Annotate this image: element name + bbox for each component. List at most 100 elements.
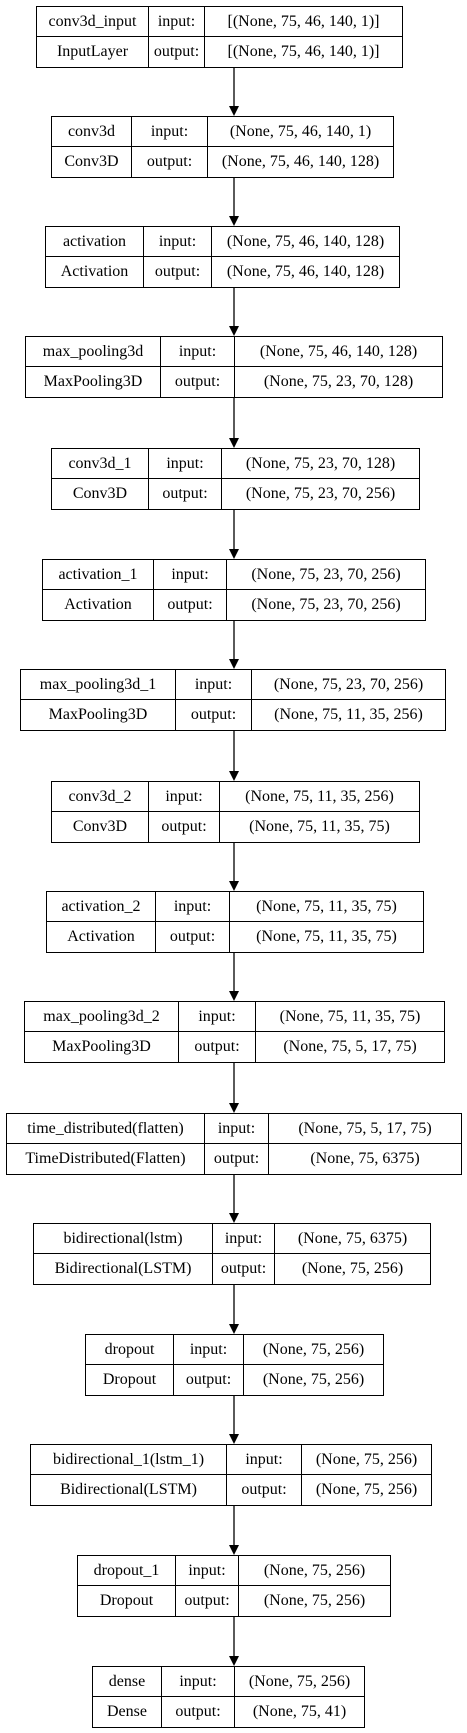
output-label: output:: [227, 1475, 302, 1505]
output-shape: (None, 75, 23, 70, 256): [245, 485, 396, 502]
input-label: input:: [213, 1224, 275, 1254]
input-shape: (None, 75, 46, 140, 1): [208, 117, 393, 147]
output-shape: (None, 75, 41): [252, 1703, 347, 1720]
layer-name: max_pooling3d_1: [21, 670, 176, 700]
layer-name: time_distributed(flatten): [7, 1114, 205, 1144]
layer-name: dense: [93, 1667, 162, 1697]
layer-name: bidirectional(lstm): [34, 1224, 213, 1254]
output-label: output:: [176, 700, 252, 730]
output-label: output:: [156, 922, 230, 952]
layer-type: Conv3D: [52, 812, 149, 842]
layer-name: conv3d_1: [52, 449, 149, 479]
layer-name: conv3d_2: [52, 782, 149, 812]
output-label: output:: [161, 367, 235, 397]
layer-type: MaxPooling3D: [25, 1032, 179, 1062]
output-shape: (None, 75, 6375): [310, 1150, 420, 1167]
edge-arrowhead: [229, 881, 239, 891]
layer-node: time_distributed(flatten)input:(None, 75…: [6, 1113, 462, 1175]
input-label: input:: [162, 1667, 235, 1697]
layer-type: Dropout: [86, 1365, 174, 1395]
edge-arrowhead: [229, 1213, 239, 1223]
layer-type: Dropout: [78, 1586, 176, 1616]
input-label: input:: [176, 1556, 239, 1586]
output-label: output:: [149, 479, 222, 509]
output-shape: (None, 75, 11, 35, 75): [256, 928, 397, 945]
input-shape: (None, 75, 23, 70, 256): [252, 670, 445, 700]
output-label: output:: [213, 1254, 275, 1284]
layer-type: TimeDistributed(Flatten): [7, 1144, 205, 1174]
input-label: input:: [227, 1445, 302, 1475]
input-label: input:: [205, 1114, 269, 1144]
input-shape: (None, 75, 11, 35, 75): [256, 1002, 444, 1032]
output-label: output:: [149, 37, 205, 67]
layer-type: Bidirectional(LSTM): [34, 1254, 213, 1284]
layer-name: max_pooling3d: [26, 337, 161, 367]
output-label: output:: [149, 812, 220, 842]
output-label: output:: [162, 1697, 235, 1727]
edge-arrowhead: [229, 216, 239, 226]
output-label: output:: [174, 1365, 244, 1395]
layer-name: max_pooling3d_2: [25, 1002, 179, 1032]
output-label: output:: [132, 147, 208, 177]
layer-type: Conv3D: [52, 479, 149, 509]
layer-node: bidirectional(lstm)input:(None, 75, 6375…: [33, 1223, 431, 1285]
input-label: input:: [149, 449, 222, 479]
output-label: output:: [154, 590, 227, 620]
layer-node: bidirectional_1(lstm_1)input:(None, 75, …: [30, 1444, 432, 1506]
input-shape: (None, 75, 23, 70, 128): [222, 449, 419, 479]
edge-arrowhead: [229, 549, 239, 559]
input-shape: (None, 75, 11, 35, 256): [220, 782, 419, 812]
edge-arrowhead: [229, 106, 239, 116]
layer-name: activation_2: [47, 892, 156, 922]
output-shape: (None, 75, 46, 140, 128): [221, 153, 380, 170]
input-shape: (None, 75, 6375): [275, 1224, 430, 1254]
input-label: input:: [132, 117, 208, 147]
layer-name: activation: [46, 227, 144, 257]
input-shape: (None, 75, 5, 17, 75): [269, 1114, 461, 1144]
layer-type: Bidirectional(LSTM): [31, 1475, 227, 1505]
input-shape: (None, 75, 11, 35, 75): [230, 892, 423, 922]
edge-arrowhead: [229, 659, 239, 669]
output-label: output:: [179, 1032, 256, 1062]
output-shape: [(None, 75, 46, 140, 1)]: [227, 43, 380, 60]
input-shape: (None, 75, 256): [244, 1335, 383, 1365]
layer-name: dropout_1: [78, 1556, 176, 1586]
output-shape: (None, 75, 23, 70, 128): [263, 373, 414, 390]
input-shape: (None, 75, 256): [302, 1445, 431, 1475]
layer-name: conv3d: [52, 117, 132, 147]
layer-type: MaxPooling3D: [26, 367, 161, 397]
output-shape: (None, 75, 5, 17, 75): [283, 1038, 417, 1055]
output-shape: (None, 75, 256): [301, 1260, 404, 1277]
output-label: output:: [144, 257, 212, 287]
edge-arrowhead: [229, 1324, 239, 1334]
output-label: output:: [205, 1144, 269, 1174]
edge-arrowhead: [229, 326, 239, 336]
layer-type: InputLayer: [37, 37, 149, 67]
input-label: input:: [149, 782, 220, 812]
input-label: input:: [161, 337, 235, 367]
output-shape: (None, 75, 256): [262, 1371, 365, 1388]
layer-name: dropout: [86, 1335, 174, 1365]
output-shape: (None, 75, 11, 35, 256): [274, 706, 423, 723]
layer-name: activation_1: [43, 560, 154, 590]
output-shape: (None, 75, 23, 70, 256): [251, 596, 401, 613]
output-shape: (None, 75, 46, 140, 128): [226, 263, 385, 280]
input-label: input:: [156, 892, 230, 922]
input-label: input:: [174, 1335, 244, 1365]
input-shape: (None, 75, 256): [239, 1556, 390, 1586]
layer-name: bidirectional_1(lstm_1): [31, 1445, 227, 1475]
input-shape: (None, 75, 46, 140, 128): [212, 227, 399, 257]
output-label: output:: [176, 1586, 239, 1616]
input-shape: [(None, 75, 46, 140, 1)]: [205, 7, 402, 37]
layer-type: Activation: [47, 922, 156, 952]
edge-arrowhead: [229, 1434, 239, 1444]
